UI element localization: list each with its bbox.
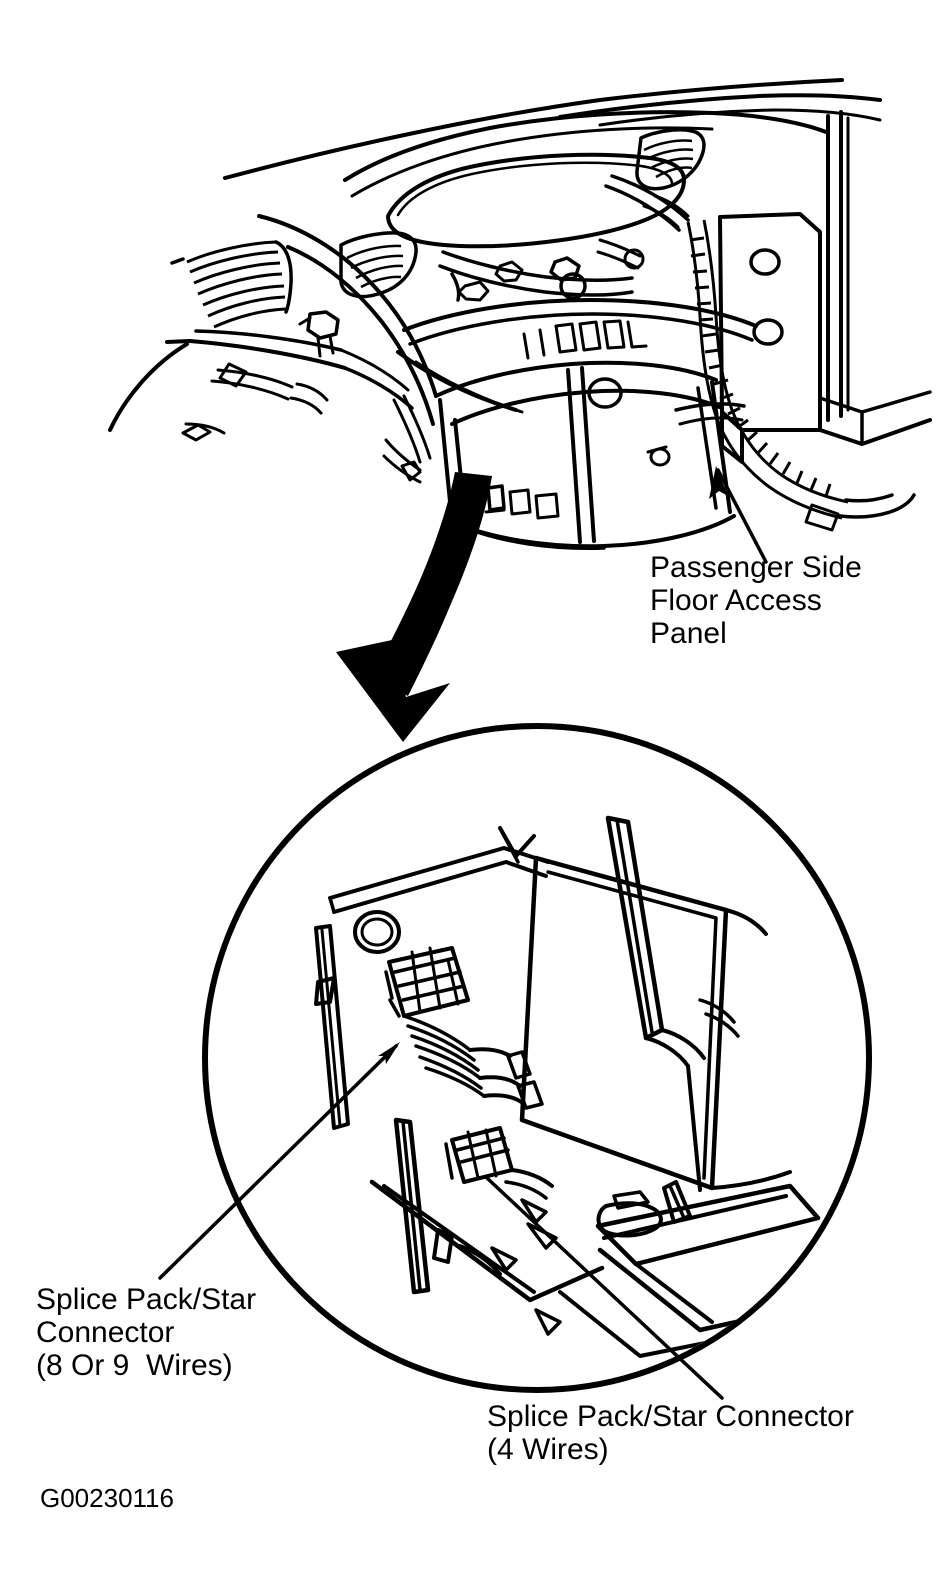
label-line-1: Splice Pack/Star Connector — [487, 1400, 854, 1433]
label-line-2: (4 Wires) — [487, 1433, 609, 1466]
dashboard-overview-art — [108, 78, 932, 551]
label-line-1: Splice Pack/Star — [36, 1283, 257, 1316]
label-line-2: Floor Access — [650, 584, 822, 617]
label-line-3: (8 Or 9 Wires) — [36, 1349, 233, 1382]
label-line-1: Passenger Side — [650, 551, 862, 584]
label-line-3: Panel — [650, 617, 727, 650]
label-splice-pack-star-connector-4-wires: Splice Pack/Star Connector(4 Wires) — [487, 1400, 854, 1466]
magnify-arrow-icon — [336, 472, 492, 742]
figure-code: G00230116 — [40, 1483, 174, 1513]
callout-leaders — [158, 466, 768, 1400]
label-line-2: Connector — [36, 1316, 175, 1349]
